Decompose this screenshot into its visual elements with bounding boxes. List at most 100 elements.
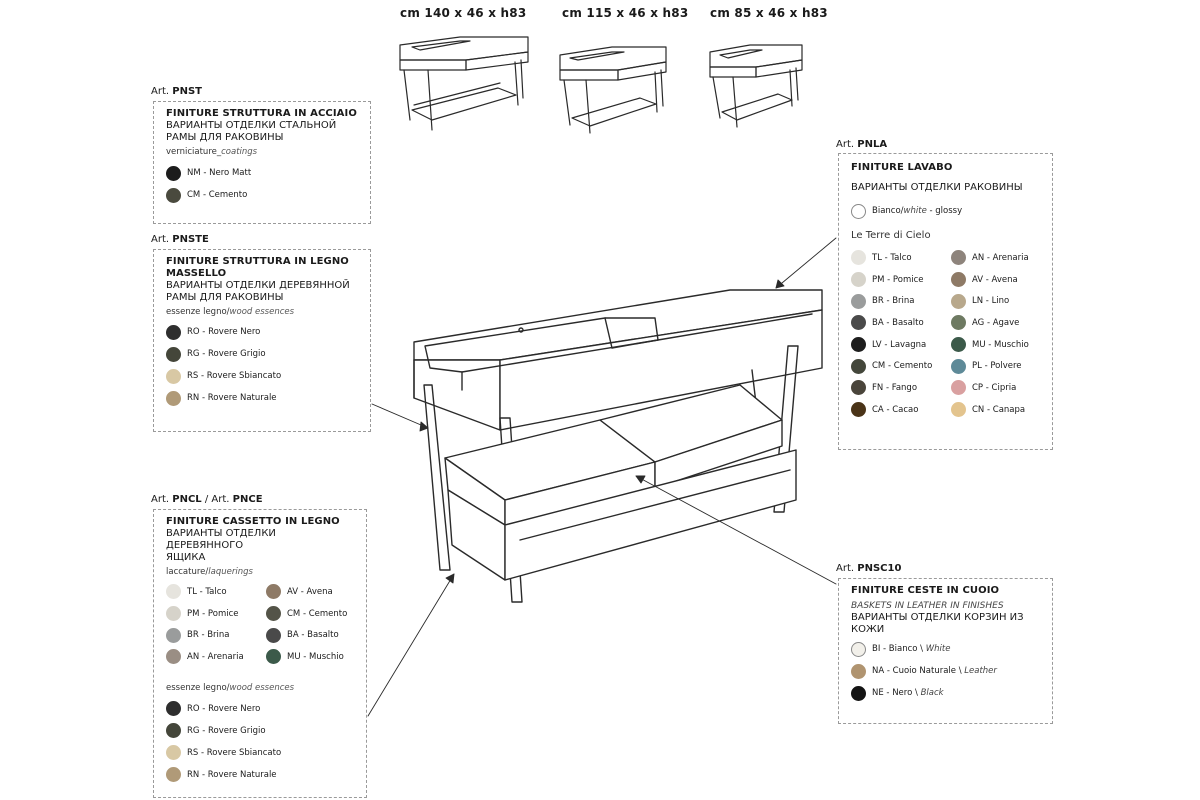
swatch-item: CN - Canapa (951, 399, 1047, 421)
panel-note: verniciature_coatings (166, 147, 258, 157)
swatch-label: BA - Basalto (872, 317, 924, 328)
swatch-item: AN - Arenaria (951, 247, 1047, 269)
swatch-label: TL - Talco (187, 586, 227, 597)
panel-note: essenze legno/wood essences (166, 307, 295, 317)
swatch-label: MU - Muschio (972, 339, 1029, 350)
thumbnail-85 (709, 44, 803, 128)
swatch-label: LN - Lino (972, 296, 1010, 307)
thumbnail-140 (399, 36, 529, 131)
swatch-label: CP - Cipria (972, 382, 1017, 393)
swatch-label: CA - Cacao (872, 404, 919, 415)
swatch-item: BR - Brina (166, 624, 262, 646)
swatch-label: RN - Rovere Naturale (187, 393, 277, 403)
color-swatch (851, 685, 866, 701)
dimension-label-115: cm 115 x 46 x h83 (562, 6, 689, 20)
swatch-item: LN - Lino (951, 290, 1047, 312)
dimension-label-140: cm 140 x 46 x h83 (400, 6, 527, 20)
color-swatch (266, 584, 281, 600)
swatch-item: TL - Talco (166, 581, 262, 603)
color-swatch (951, 250, 966, 266)
group-label: Le Terre di Cielo (851, 230, 931, 241)
color-swatch (166, 324, 181, 340)
panel-subtitle-ru: КОЖИ (851, 624, 885, 635)
panel-subtitle-en: BASKETS IN LEATHER IN FINISHES (851, 601, 1004, 611)
color-swatch (266, 627, 281, 643)
panel-note: essenze legno/wood essences (166, 682, 295, 693)
swatch-label: RN - Rovere Naturale (187, 769, 277, 780)
swatch-item: AG - Agave (951, 312, 1047, 334)
color-swatch (166, 346, 181, 362)
article-label-pncl-pnce: Art. PNCL / Art. PNCE (151, 494, 263, 505)
swatch-list: NM - Nero Matt CM - Cemento (166, 162, 360, 206)
swatch-label: BR - Brina (872, 296, 915, 307)
article-label-pnsc10: Art. PNSC10 (836, 563, 902, 574)
swatch-item: RG - Rovere Grigio (166, 343, 360, 365)
color-swatch (851, 663, 866, 679)
color-swatch (166, 701, 181, 717)
swatch-label: BA - Basalto (287, 630, 339, 641)
panel-title: FINITURE STRUTTURA IN LEGNO (166, 256, 349, 267)
swatch-item: MU - Muschio (266, 646, 362, 668)
swatch-bianco: Bianco/white - glossy (851, 200, 1042, 222)
swatch-label: FN - Fango (872, 382, 918, 393)
swatch-item: PL - Polvere (951, 355, 1047, 377)
swatch-item: AV - Avena (951, 269, 1047, 291)
panel-subtitle-ru: РАМЫ ДЛЯ РАКОВИНЫ (166, 132, 284, 143)
swatch-label: AV - Avena (287, 586, 333, 597)
color-swatch (166, 723, 181, 739)
swatch-label: PM - Pomice (187, 608, 239, 619)
swatch-item: RN - Rovere Naturale (166, 387, 360, 409)
color-swatch (851, 272, 866, 288)
swatch-item: MU - Muschio (951, 334, 1047, 356)
color-swatch (166, 745, 181, 761)
color-swatch (166, 390, 181, 406)
swatch-label: BR - Brina (187, 630, 230, 641)
color-swatch (851, 402, 866, 418)
swatch-label: RO - Rovere Nero (187, 327, 261, 337)
swatch-item: RO - Rovere Nero (166, 321, 360, 343)
swatch-label: CM - Cemento (187, 190, 248, 200)
color-swatch (266, 606, 281, 622)
color-swatch (951, 272, 966, 288)
swatch-item: NE - Nero \ Black (851, 682, 1042, 704)
color-swatch (166, 368, 181, 384)
panel-subtitle-ru: ВАРИАНТЫ ОТДЕЛКИ ДЕРЕВЯННОЙ (166, 280, 350, 291)
swatch-item: BA - Basalto (266, 624, 362, 646)
swatch-item: RN - Rovere Naturale (166, 764, 356, 786)
swatch-label: AN - Arenaria (972, 252, 1029, 263)
panel-subtitle-ru: ВАРИАНТЫ ОТДЕЛКИ РАКОВИНЫ (851, 182, 1023, 193)
color-swatch (266, 649, 281, 665)
color-swatch (951, 315, 966, 331)
swatch-label: RG - Rovere Grigio (187, 725, 266, 736)
swatch-column: AN - Arenaria AV - Avena LN - Lino AG - Aga… (951, 247, 1047, 421)
panel-drawer-finishes: FINITURE CASSETTO IN LEGNO ВАРИАНТЫ ОТДЕ… (153, 509, 367, 798)
swatch-label: RS - Rovere Sbiancato (187, 371, 282, 381)
swatch-label: CM - Cemento (872, 361, 933, 372)
color-swatch (851, 203, 866, 219)
color-swatch (951, 337, 966, 353)
panel-basin-finishes: FINITURE LAVABO ВАРИАНТЫ ОТДЕЛКИ РАКОВИН… (838, 153, 1053, 450)
panel-title: MASSELLO (166, 268, 227, 279)
swatch-item: CM - Cemento (851, 355, 947, 377)
swatch-item: BR - Brina (851, 290, 947, 312)
swatch-label: LV - Lavagna (872, 339, 927, 350)
swatch-item: NA - Cuoio Naturale \ Leather (851, 660, 1042, 682)
panel-note: laccature/laquerings (166, 567, 253, 577)
swatch-label: NM - Nero Matt (187, 168, 252, 178)
swatch-item: BA - Basalto (851, 312, 947, 334)
panel-subtitle-ru: РАМЫ ДЛЯ РАКОВИНЫ (166, 292, 284, 303)
color-swatch (851, 641, 866, 657)
swatch-label: PL - Polvere (972, 361, 1022, 372)
panel-basket-finishes: FINITURE CESTE IN CUOIO BASKETS IN LEATH… (838, 578, 1053, 724)
swatch-item: RG - Rovere Grigio (166, 720, 356, 742)
swatch-item: CM - Cemento (266, 603, 362, 625)
panel-title: FINITURE STRUTTURA IN ACCIAIO (166, 108, 357, 119)
color-swatch (851, 337, 866, 353)
color-swatch (951, 293, 966, 309)
